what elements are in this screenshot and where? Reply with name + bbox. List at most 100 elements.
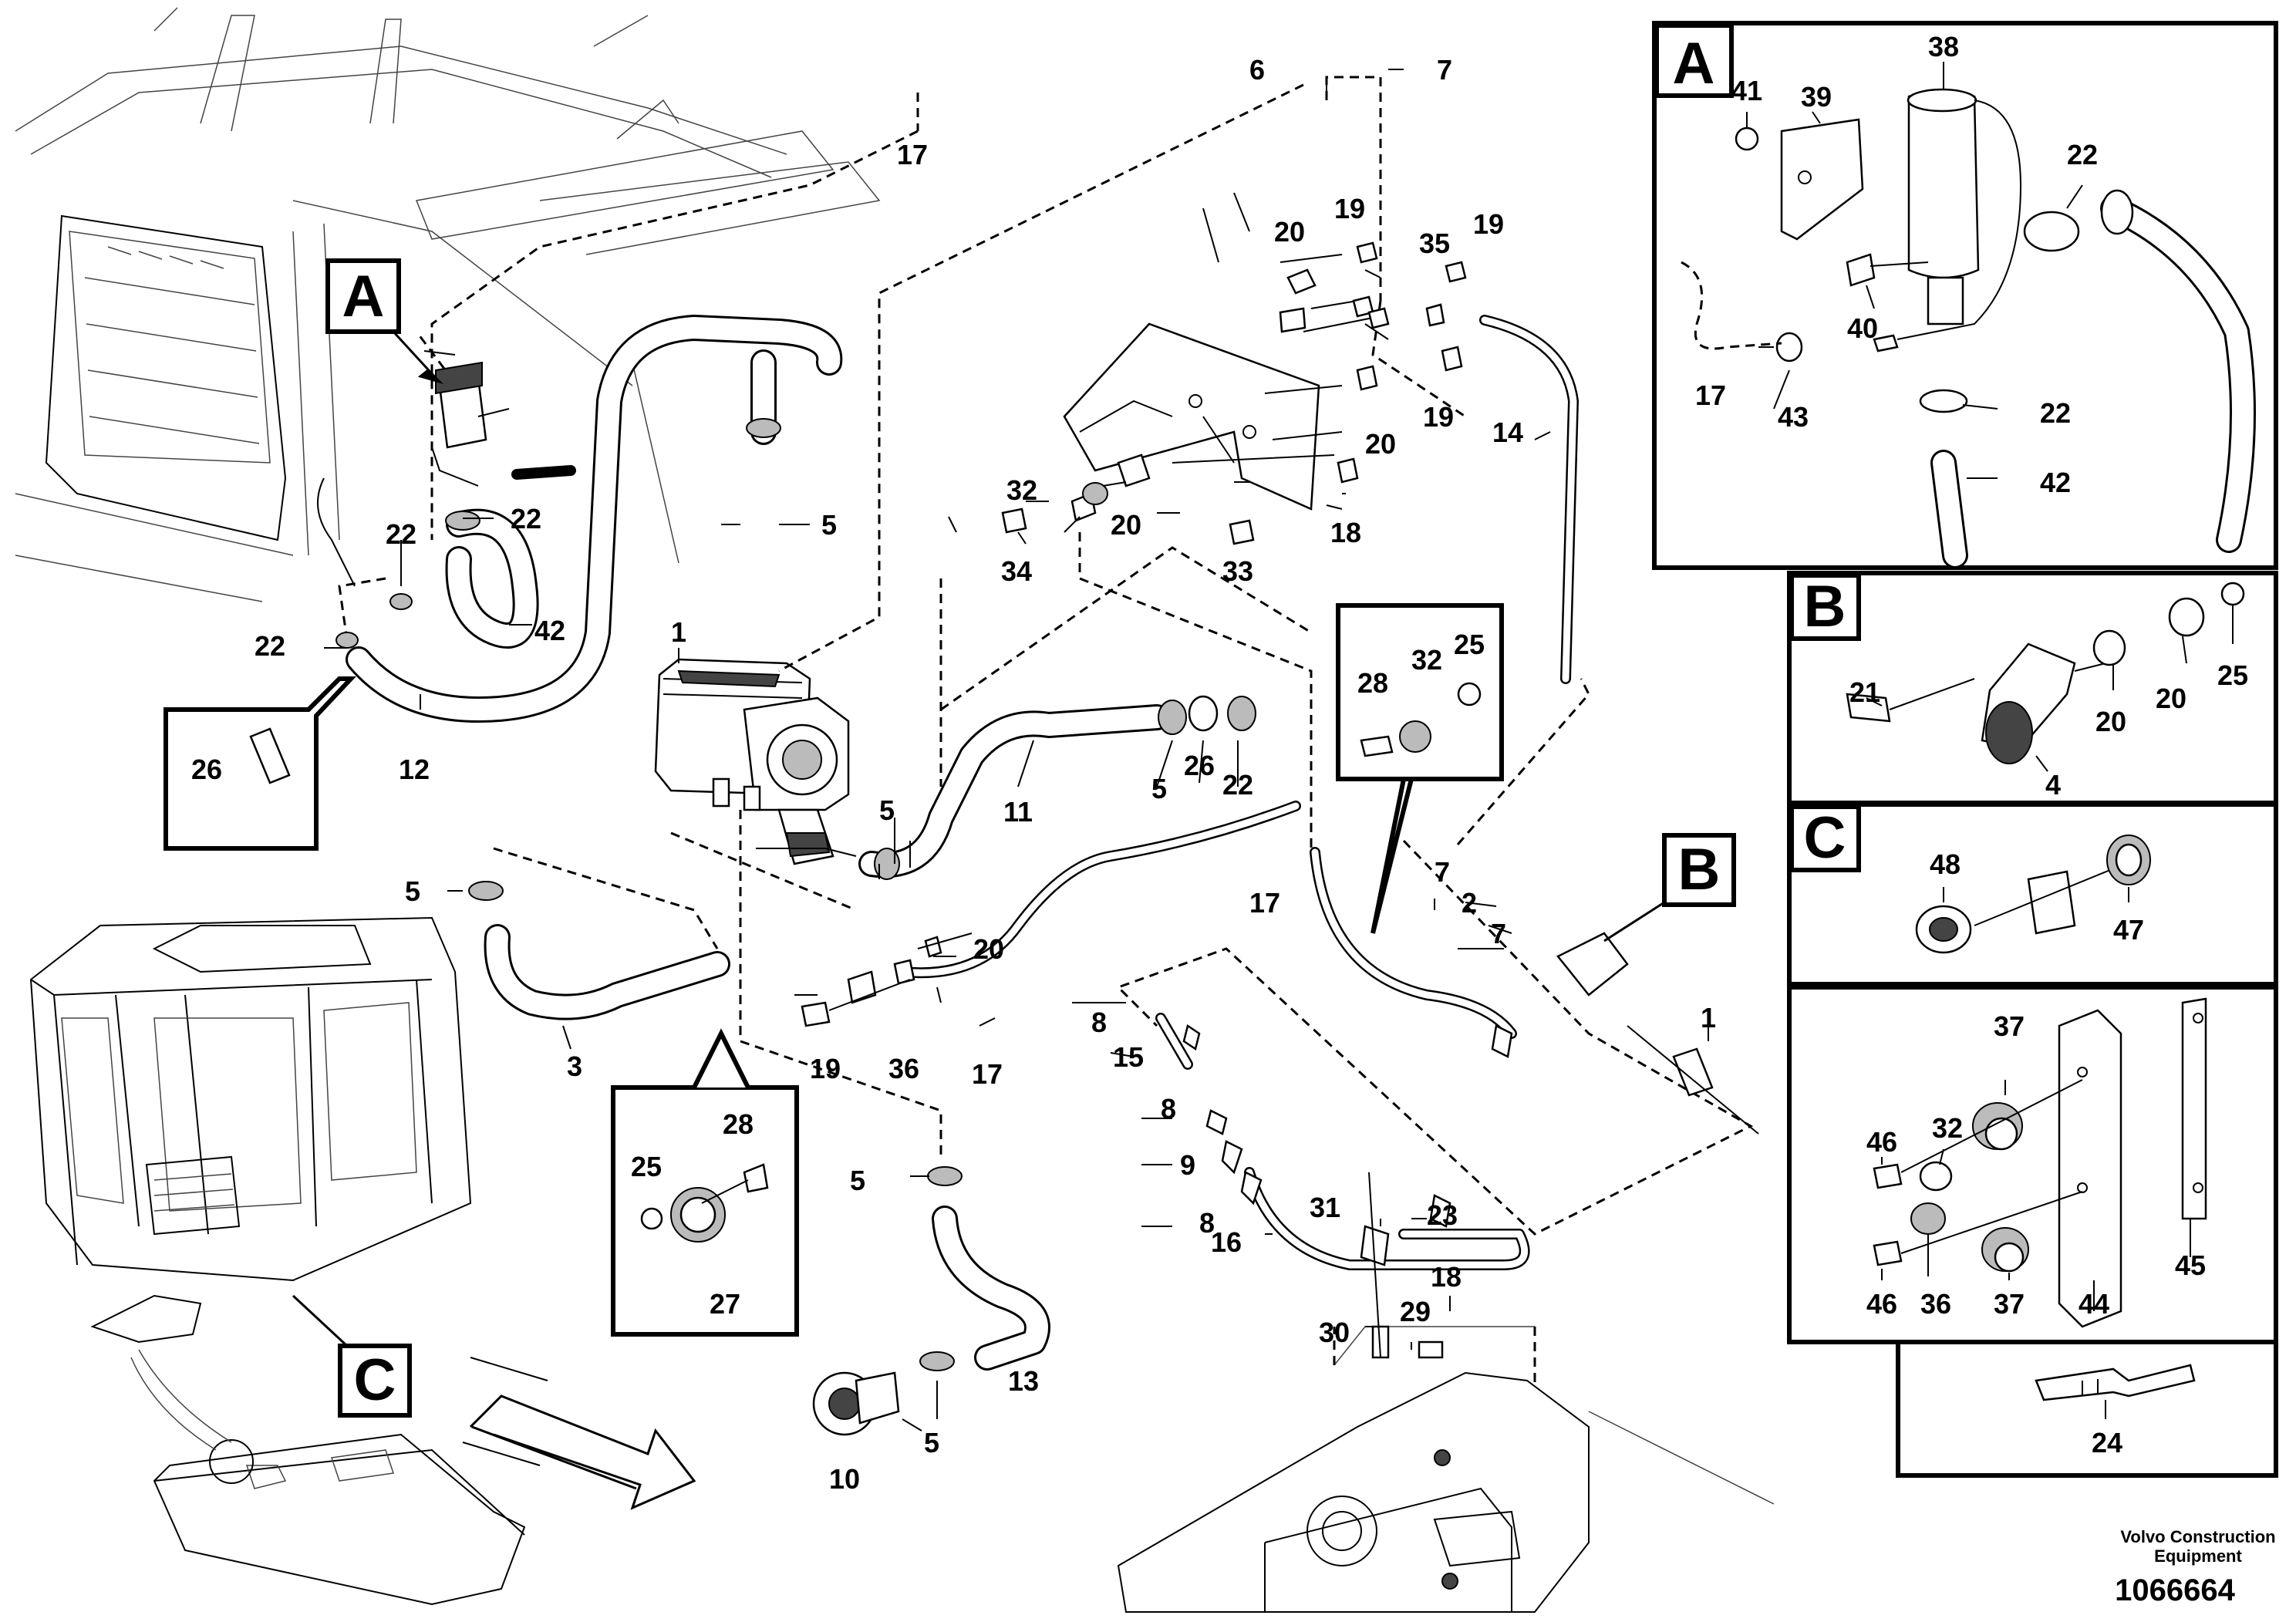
part-label: 17 xyxy=(1249,887,1280,919)
part-label: 19 xyxy=(1473,208,1504,240)
part-label: 32 xyxy=(1006,474,1037,506)
mounting-bracket xyxy=(1063,254,1381,511)
part-label: 42 xyxy=(534,615,565,646)
part-label: 33 xyxy=(1222,555,1253,587)
callout-marker-b xyxy=(1603,833,1736,943)
machine-body-sketch xyxy=(15,7,919,602)
part-label: 10 xyxy=(829,1463,860,1495)
part-label: 45 xyxy=(2175,1249,2206,1281)
part-label: 25 xyxy=(631,1151,662,1182)
part-label: 12 xyxy=(399,754,430,785)
part-label: 20 xyxy=(2156,683,2186,714)
part-label: 19 xyxy=(1423,401,1454,433)
part-label: 32 xyxy=(1411,644,1442,676)
part-label: 9 xyxy=(1180,1149,1195,1181)
part-label: 22 xyxy=(1222,769,1253,801)
part-label: 40 xyxy=(1847,312,1878,344)
part-label: 8 xyxy=(1161,1093,1176,1125)
part-label: 22 xyxy=(2067,139,2098,170)
hoses xyxy=(346,315,1579,1371)
cab-and-tank-sketch xyxy=(29,916,548,1606)
part-label: 5 xyxy=(405,875,420,907)
part-label: 8 xyxy=(1199,1207,1215,1239)
part-label: 44 xyxy=(2079,1288,2109,1320)
callout-b-letter: B xyxy=(1678,837,1721,902)
part-label: 7 xyxy=(1437,54,1452,86)
part-label: 43 xyxy=(1778,401,1809,433)
part-label: 3 xyxy=(567,1050,582,1082)
inset-a-letter: A xyxy=(1673,31,1715,96)
part-label: 37 xyxy=(1994,1288,2025,1320)
label-box-25-28-27 xyxy=(611,1028,799,1337)
part-label: 42 xyxy=(2040,467,2071,498)
direction-arrow xyxy=(469,1394,696,1510)
part-label: 1 xyxy=(671,616,686,648)
part-label: 1 xyxy=(1701,1002,1716,1034)
part-label: 17 xyxy=(1695,379,1726,411)
part-label: 5 xyxy=(879,794,895,826)
part-label: 48 xyxy=(1930,848,1961,880)
part-label: 20 xyxy=(1111,509,1141,541)
part-label: 22 xyxy=(2040,397,2071,429)
part-label: 30 xyxy=(1319,1317,1350,1348)
callout-c-letter: C xyxy=(354,1347,396,1413)
part-label: 47 xyxy=(2113,914,2144,946)
part-label: 8 xyxy=(1091,1007,1107,1038)
part-label: 46 xyxy=(1866,1126,1897,1158)
inset-box-c xyxy=(1787,802,2278,986)
brand-line-1: Volvo Construction xyxy=(2120,1527,2275,1546)
inset-c-letter: C xyxy=(1804,805,1846,871)
part-label: 39 xyxy=(1801,81,1832,113)
part-label: 32 xyxy=(1932,1112,1963,1144)
part-label: 20 xyxy=(2095,706,2126,737)
callout-a-small-pump xyxy=(317,361,576,587)
part-label: 17 xyxy=(897,139,928,170)
part-label: 22 xyxy=(511,503,541,534)
part-label: 28 xyxy=(723,1108,754,1140)
inset-box-clamps xyxy=(1787,985,2278,1344)
part-label: 18 xyxy=(1431,1261,1462,1293)
part-label: 5 xyxy=(924,1427,939,1458)
inset-box-a xyxy=(1652,21,2278,570)
callout-a-letter: A xyxy=(342,264,385,329)
part-label: 4 xyxy=(2045,769,2061,801)
assembly-lines xyxy=(338,76,1754,1236)
inset-b-letter: B xyxy=(1804,574,1846,639)
part-label: 16 xyxy=(1211,1226,1242,1258)
inset-leader-lines xyxy=(1746,62,2234,1419)
part-label: 5 xyxy=(1151,773,1167,804)
inset-box-b xyxy=(1787,571,2278,805)
part-label: 15 xyxy=(1113,1041,1144,1073)
part-label: 14 xyxy=(1492,416,1523,448)
part-label: 38 xyxy=(1928,31,1959,62)
part-label: 2 xyxy=(1462,887,1477,919)
part-label: 18 xyxy=(1330,517,1361,548)
part-label: 25 xyxy=(1454,629,1485,660)
part-label: 35 xyxy=(1419,228,1450,259)
inset-box-cable-tie xyxy=(1896,1340,2278,1478)
part-label: 7 xyxy=(1491,918,1506,949)
part-label: 23 xyxy=(1427,1199,1458,1231)
part-label: 22 xyxy=(386,518,416,550)
part-label: 28 xyxy=(1357,667,1388,699)
brand-line-2: Equipment xyxy=(2154,1546,2242,1566)
part-label: 5 xyxy=(821,509,837,541)
part-label: 41 xyxy=(1731,75,1762,106)
part-label: 13 xyxy=(1008,1365,1039,1397)
callout-marker-c xyxy=(292,1294,412,1418)
part-label: 31 xyxy=(1310,1192,1340,1223)
part-labels: 1 1 2 3 4 5 5 5 5 5 5 6 7 7 7 8 8 8 9 10… xyxy=(191,31,2248,1495)
part-label: 36 xyxy=(888,1053,919,1084)
part-label: 5 xyxy=(850,1165,865,1196)
part-label: 6 xyxy=(1249,54,1265,86)
part-label: 19 xyxy=(810,1053,841,1084)
part-label: 20 xyxy=(1274,216,1305,248)
part-label: 34 xyxy=(1001,555,1032,587)
part-label: 7 xyxy=(1435,856,1450,888)
part-label: 11 xyxy=(1003,796,1033,828)
part-label: 36 xyxy=(1920,1288,1951,1320)
part-label: 37 xyxy=(1994,1010,2025,1042)
part-label: 20 xyxy=(973,933,1004,965)
part-label: 22 xyxy=(255,630,285,662)
